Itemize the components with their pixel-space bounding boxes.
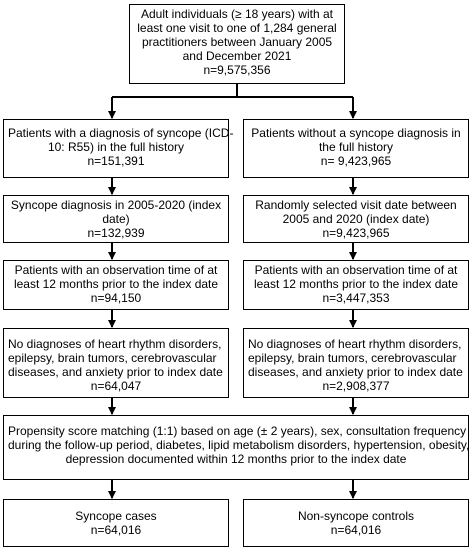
box-line: Patients with an observation time of at	[14, 263, 218, 277]
box-line: diseases, and anxiety prior to index dat…	[248, 365, 463, 379]
box-line: 10: R55) in the full history	[47, 140, 185, 154]
box-line: Non-syncope controls	[297, 509, 415, 523]
box-line: 2005 and 2020 (index date)	[282, 212, 430, 226]
box-line: No diagnoses of heart rhythm disorders,	[248, 337, 462, 351]
box-observation-time-cases: Patients with an observation time of at …	[3, 260, 229, 310]
box-study-population: Adult individuals (≥ 18 years) with at l…	[129, 4, 345, 84]
box-line: practitioners between January 2005	[141, 35, 333, 49]
box-line: diseases, and anxiety prior to index dat…	[8, 365, 223, 379]
box-line: date)	[102, 212, 130, 226]
box-non-syncope-controls: Non-syncope controls n=64,016	[243, 499, 469, 547]
box-line: n=94,150	[90, 291, 142, 305]
box-exclusions-controls: No diagnoses of heart rhythm disorders, …	[243, 328, 469, 398]
box-line: Propensity score matching (1:1) based on…	[8, 424, 467, 438]
box-line: No diagnoses of heart rhythm disorders,	[8, 337, 222, 351]
box-line: n=64,047	[90, 379, 142, 393]
box-line: during the follow-up period, diabetes, l…	[8, 438, 470, 452]
box-syncope-cases: Syncope cases n=64,016	[3, 499, 229, 547]
box-line: Patients with an observation time of at	[254, 263, 458, 277]
box-line: n=9,575,356	[203, 63, 271, 77]
box-line: and December 2021	[182, 49, 292, 63]
box-line: the full history	[318, 140, 394, 154]
box-syncope-index-date: Syncope diagnosis in 2005-2020 (index da…	[3, 195, 229, 243]
box-random-index-date: Randomly selected visit date between 200…	[243, 195, 469, 243]
box-line: Syncope diagnosis in 2005-2020 (index	[10, 198, 222, 212]
box-line: Syncope cases	[75, 509, 157, 523]
box-line: n=151,391	[87, 154, 145, 168]
box-line: n= 9,423,965	[320, 154, 392, 168]
box-line: n=64,016	[330, 523, 382, 537]
box-line: epilepsy, brain tumors, cerebrovascular	[248, 351, 457, 365]
box-line: n=64,016	[90, 523, 142, 537]
box-line: depression documented within 12 months p…	[65, 452, 407, 466]
box-line: Patients without a syncope diagnosis in	[251, 126, 461, 140]
box-line: least 12 months prior to the index date	[253, 277, 459, 291]
box-observation-time-controls: Patients with an observation time of at …	[243, 260, 469, 310]
box-line: n=9,423,965	[322, 226, 390, 240]
box-line: n=2,908,377	[322, 379, 390, 393]
box-line: Adult individuals (≥ 18 years) with at	[140, 7, 333, 21]
box-propensity-matching: Propensity score matching (1:1) based on…	[3, 415, 469, 480]
box-line: Randomly selected visit date between	[255, 198, 457, 212]
box-line: n=3,447,353	[322, 291, 390, 305]
box-no-syncope-diagnosis: Patients without a syncope diagnosis in …	[243, 119, 469, 178]
box-line: n=132,939	[87, 226, 145, 240]
box-line: least 12 months prior to the index date	[13, 277, 219, 291]
box-line: least one visit to one of 1,284 general	[137, 21, 337, 35]
box-line: epilepsy, brain tumors, cerebrovascular	[8, 351, 217, 365]
box-line: Patients with a diagnosis of syncope (IC…	[8, 126, 234, 140]
box-exclusions-cases: No diagnoses of heart rhythm disorders, …	[3, 328, 229, 398]
box-syncope-diagnosis: Patients with a diagnosis of syncope (IC…	[3, 119, 234, 178]
